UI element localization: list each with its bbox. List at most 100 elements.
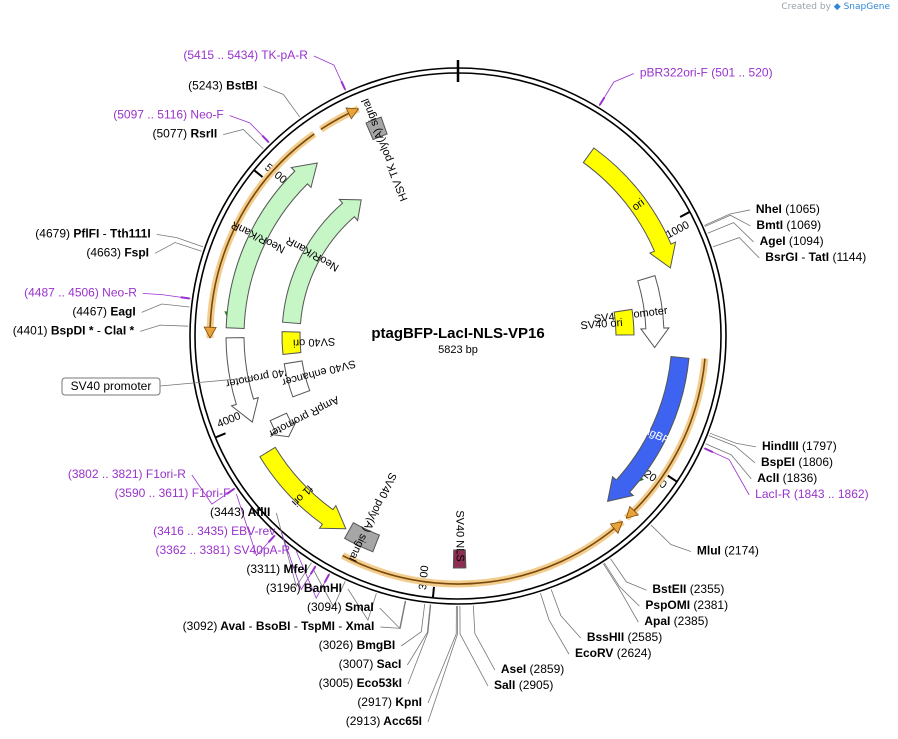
label-part: (1065) <box>782 202 820 216</box>
feature-sv40-ori[interactable]: SV40 ori <box>580 308 635 336</box>
feature-arrow <box>637 274 670 349</box>
label-part: (5415 .. 5434) <box>183 48 258 62</box>
label-text: NheI (1065) <box>756 202 820 216</box>
leader-line <box>407 604 432 685</box>
feature-hsv-tk-poly-a-signal[interactable]: HSV TK poly(A) signal <box>360 97 411 203</box>
feature-label: SV40 ori <box>580 317 623 332</box>
leader-line <box>703 447 750 496</box>
leader-line <box>650 524 692 552</box>
label-part: - <box>99 227 110 241</box>
tick-mark <box>214 432 226 439</box>
leader-line <box>380 600 407 629</box>
label-part: BamHI <box>301 581 342 595</box>
site-label-mlui[interactable]: MluI (2174) <box>650 524 759 558</box>
site-label-neo-f[interactable]: (5097 .. 5116) Neo-F <box>113 108 270 144</box>
leader-line <box>191 474 236 505</box>
label-part: (2385) <box>670 614 708 628</box>
label-text: (4663) FspI <box>86 246 149 260</box>
site-label-rsrii[interactable]: (5077) RsrII <box>152 127 264 150</box>
feature-sv40-nls[interactable]: SV40 NLS <box>452 510 467 569</box>
label-text: AgeI (1094) <box>760 234 824 248</box>
site-label-acli[interactable]: AclI (1836) <box>705 443 818 485</box>
orf-arrowhead <box>625 505 640 519</box>
site-label-f1ori-f[interactable]: (3590 .. 3611) F1ori-F <box>115 486 276 557</box>
site-label-1843-1862[interactable]: LacI-R (1843 .. 1862) <box>703 447 869 501</box>
site-label-sv40pa-r[interactable]: (3362 .. 3381) SV40pA-R <box>155 543 330 600</box>
site-label-eco53ki[interactable]: (3005) Eco53kI <box>319 604 432 691</box>
label-text: (3311) MfeI <box>246 562 307 576</box>
label-part: PflFI <box>70 227 99 241</box>
site-label-fspi[interactable]: (4663) FspI <box>86 242 202 260</box>
leader-line <box>704 209 750 226</box>
site-label-apai[interactable]: ApaI (2385) <box>602 563 708 629</box>
site-label-smai[interactable]: (3094) SmaI <box>307 600 406 630</box>
site-label-bmgbi[interactable]: (3026) BmgBI <box>319 603 426 652</box>
feature-arrow <box>225 162 318 329</box>
label-text: BmtI (1069) <box>756 218 821 232</box>
site-label-bmti[interactable]: BmtI (1069) <box>704 214 821 232</box>
label-part: (4401) <box>13 324 48 338</box>
site-label-kpni[interactable]: (2917) KpnI <box>357 605 457 709</box>
label-part: (5077) <box>152 127 187 141</box>
label-text: EcoRV (2624) <box>575 646 652 660</box>
boxed-label-sv40-promoter[interactable]: SV40 promoter <box>61 376 257 396</box>
label-text: BssHII (2585) <box>587 630 662 644</box>
site-label-avai[interactable]: (3092) AvaI - BsoBI - TspMI - XmaI <box>183 600 407 633</box>
site-label-bsshii[interactable]: BssHII (2585) <box>550 589 662 644</box>
feature-neor-kanr[interactable]: NeoR/KanR <box>282 198 362 325</box>
site-label-bsteii[interactable]: BstEII (2355) <box>610 558 725 597</box>
feature-ori[interactable]: ori <box>582 147 677 269</box>
site-label-bspei[interactable]: BspEI (1806) <box>708 435 833 469</box>
feature-f1-ori[interactable]: f1 ori <box>259 446 347 530</box>
site-label-bsrgi[interactable]: BsrGI - TatI (1144) <box>712 237 866 264</box>
label-part: (3005) <box>319 676 354 690</box>
site-label-sali[interactable]: SalI (2905) <box>459 605 553 692</box>
snapgene-logo-icon: ◆ <box>833 2 841 12</box>
label-part: (2917) <box>357 695 392 709</box>
feature-sv40-poly-a-signal[interactable]: SV40 poly(A) signal <box>343 470 399 563</box>
site-label-bamhi[interactable]: (3196) BamHI <box>266 581 377 622</box>
label-text: PspOMI (2381) <box>645 598 728 612</box>
label-part: - <box>291 619 302 633</box>
label-part: ApaI <box>644 614 670 628</box>
label-text: HindIII (1797) <box>762 439 837 453</box>
feature-arrow <box>225 337 259 423</box>
site-label-saci[interactable]: (3007) SacI <box>339 604 431 672</box>
leader-line <box>140 324 189 332</box>
feature-sv40-enhancer[interactable]: SV40 enhancer <box>280 357 357 398</box>
label-text: (2913) Acc65I <box>346 714 422 728</box>
label-text: (3443) AflII <box>210 505 270 519</box>
tick-mark <box>667 474 678 483</box>
plasmid-length: 5823 bp <box>438 344 478 356</box>
site-label-ebv-rev[interactable]: (3416 .. 3435) EBV-rev <box>153 524 317 591</box>
site-label-tk-pa-r[interactable]: (5415 .. 5434) TK-pA-R <box>183 48 346 91</box>
site-label-bspdi[interactable]: (4401) BspDI * - ClaI * <box>13 324 189 338</box>
site-label-ecorv[interactable]: EcoRV (2624) <box>540 592 652 660</box>
site-label-bstbi[interactable]: (5243) BstBI <box>188 79 301 118</box>
site-label-asei[interactable]: AseI (2859) <box>472 605 564 677</box>
site-label-501-520[interactable]: pBR322ori-F (501 .. 520) <box>598 66 773 107</box>
site-label-mfei[interactable]: (3311) MfeI <box>246 562 346 608</box>
leader-line <box>705 443 752 480</box>
label-part: (1144) <box>829 250 866 264</box>
site-label-neo-r[interactable]: (4487 .. 4506) Neo-R <box>24 286 191 300</box>
site-label-pflfi[interactable]: (4679) PflFI - Tth111I <box>35 227 204 248</box>
leader-line <box>347 588 377 622</box>
site-label-acc65i[interactable]: (2913) Acc65I <box>346 605 458 728</box>
label-part: HindIII <box>762 439 799 453</box>
site-label-nhei[interactable]: NheI (1065) <box>704 202 820 226</box>
label-part: (3094) <box>307 600 342 614</box>
feature-label: HSV TK poly(A) signal <box>360 97 411 203</box>
feature-sv40-ori[interactable]: SV40 ori <box>281 331 335 355</box>
site-label-pspomi[interactable]: PspOMI (2381) <box>603 562 728 612</box>
label-text: BspEI (1806) <box>761 455 833 469</box>
site-label-f1ori-r[interactable]: (3802 .. 3821) F1ori-R <box>68 467 236 505</box>
site-label-eagi[interactable]: (4467) EagI <box>72 303 190 319</box>
site-label-hindiii[interactable]: HindIII (1797) <box>709 432 837 453</box>
label-text: (5097 .. 5116) Neo-F <box>113 108 224 122</box>
feature-ampr-promoter[interactable]: AmpR promoter <box>266 393 341 440</box>
leader-line <box>708 435 756 464</box>
feature-arrow <box>282 198 362 325</box>
site-label-agei[interactable]: AgeI (1094) <box>707 222 824 249</box>
leader-line <box>159 376 257 387</box>
